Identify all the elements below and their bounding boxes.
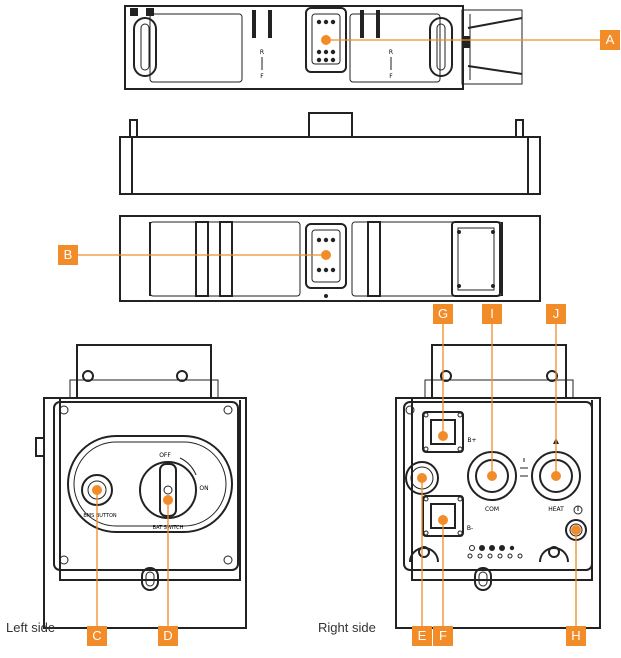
callout-i: I [482,304,502,324]
b-minus-label: B- [467,525,473,532]
arrow-label-f-right: F [389,73,393,80]
callout-h: H [566,626,586,646]
callout-a: A [600,30,620,50]
left-side-label: Left side [6,620,56,635]
callout-c: C [87,626,107,646]
bottom-view [78,215,541,302]
right-side-view: B+ B- COM HEAT [395,320,601,629]
callout-d: D [158,626,178,646]
callout-b: B [58,245,78,265]
com-label: COM [485,506,499,513]
arrow-label-r-left: R [260,49,264,56]
bms-button-label: BMS BUTTON [83,513,117,519]
callout-g: G [433,304,453,324]
callout-j: J [546,304,566,324]
callout-f: F [433,626,453,646]
left-side-view: BMS BUTTON OFF ON BAT SWITCH [35,344,247,629]
plug-icon [520,458,528,477]
on-label: ON [199,485,208,492]
arrow-label-f-left: F [260,73,264,80]
right-side-label: Right side [318,620,376,635]
top-view: R F R F [124,5,600,90]
arrow-label-r-right: R [389,49,393,56]
callout-e: E [412,626,432,646]
off-label: OFF [159,452,171,459]
heat-label: HEAT [548,506,564,513]
side-view [119,112,541,195]
b-plus-label: B+ [467,437,476,444]
